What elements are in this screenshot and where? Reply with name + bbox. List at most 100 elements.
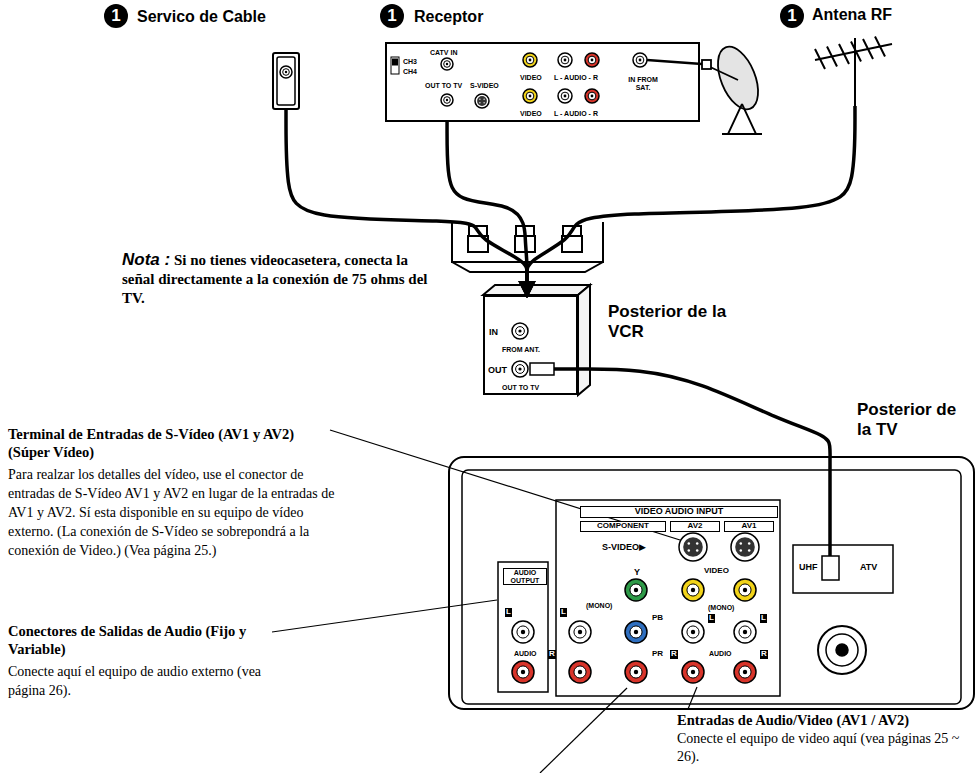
jack <box>280 66 292 78</box>
callout-text: Conecte el equipo de video aquí (vea pág… <box>677 730 975 766</box>
jack <box>483 102 484 103</box>
jack <box>740 549 743 552</box>
jack <box>529 59 532 62</box>
jack <box>558 53 572 67</box>
tv-panel <box>793 545 893 593</box>
jack <box>569 621 591 643</box>
jack <box>578 630 582 634</box>
tv-antenna-wire <box>826 634 858 666</box>
jack <box>479 99 480 100</box>
jack-label: R <box>548 650 556 659</box>
jack <box>625 621 647 643</box>
vcr-housing <box>483 285 590 295</box>
leader-line <box>272 600 497 632</box>
jack <box>523 53 537 67</box>
jack <box>639 59 642 62</box>
jack <box>516 365 525 374</box>
jack <box>477 96 487 106</box>
source-title: Antena RF <box>812 6 892 24</box>
jack <box>523 89 537 103</box>
panel-heading: AV1 <box>724 521 774 532</box>
jack <box>683 537 703 557</box>
jack <box>682 621 704 643</box>
jack <box>625 579 647 601</box>
jack-label: VIDEO <box>520 74 542 82</box>
jack <box>691 630 695 634</box>
jack <box>517 666 529 678</box>
satellite-dish <box>708 66 738 80</box>
note-block: Nota : Si no tienes videocasetera, conec… <box>122 250 444 308</box>
jack <box>446 63 448 65</box>
jack <box>512 661 534 683</box>
jack <box>748 542 751 545</box>
jack-label: L <box>708 614 715 623</box>
jack <box>441 58 453 70</box>
satellite-cable <box>647 60 702 64</box>
callout-heading: Terminal de Entradas de S-Vídeo (AV1 y A… <box>8 425 328 461</box>
jack <box>625 621 647 643</box>
tv-antenna-wire <box>818 456 866 674</box>
panel-heading: COMPONENT <box>580 521 666 532</box>
jack <box>479 102 480 103</box>
jack-label: L <box>760 614 767 623</box>
tv-antenna-wire <box>828 456 832 558</box>
jack <box>743 588 747 592</box>
jack <box>682 621 704 643</box>
jack <box>561 92 569 100</box>
jack <box>633 53 647 67</box>
satellite-dish <box>702 60 711 69</box>
vcr-housing <box>483 285 590 395</box>
jack <box>687 666 699 678</box>
jack <box>561 56 569 64</box>
tv-rear: Posterior de la TVVIDEO AUDIO INPUTCOMPO… <box>448 456 975 710</box>
leader-line <box>688 687 697 709</box>
tv-panel <box>498 562 548 692</box>
jack <box>739 584 751 596</box>
jack <box>634 630 638 634</box>
jack <box>679 533 707 561</box>
jack <box>734 579 756 601</box>
jack-label: OUT TO TV <box>502 384 539 392</box>
jack-label: CH4 <box>403 68 417 76</box>
jack-label: L <box>560 608 567 617</box>
jack <box>682 661 704 683</box>
jack <box>558 53 572 67</box>
panel-heading: AUDIO OUTPUT <box>503 568 547 585</box>
jack <box>285 71 287 73</box>
jack <box>512 621 534 643</box>
jack <box>743 630 747 634</box>
jack <box>558 89 572 103</box>
receiver-box: ReceptorCH3CH4CATV INOUT TO TVS-VIDEOVID… <box>385 42 700 122</box>
jack <box>483 99 484 100</box>
receiver-switch <box>391 57 399 74</box>
callout-text: Para realzar los detalles del vídeo, use… <box>8 465 343 560</box>
jack <box>735 537 755 557</box>
jack <box>679 533 707 561</box>
jack <box>682 661 704 683</box>
jack <box>630 626 642 638</box>
satellite-dish <box>722 104 762 134</box>
jack <box>512 323 528 339</box>
satellite-cable <box>647 60 702 64</box>
jack <box>475 94 489 108</box>
jack <box>585 89 599 103</box>
jack-label: S-VIDEO▶ <box>602 543 646 553</box>
jack <box>688 549 691 552</box>
jack <box>564 95 567 98</box>
leader-line <box>540 688 627 773</box>
jack <box>743 670 747 674</box>
jack <box>588 92 596 100</box>
jack <box>475 94 489 108</box>
jack <box>516 327 525 336</box>
antenna <box>815 37 885 70</box>
jack <box>731 533 759 561</box>
jack <box>687 584 699 596</box>
jack <box>574 626 586 638</box>
jack <box>625 661 647 683</box>
vcr-housing <box>578 285 590 395</box>
jack-label: VIDEO <box>520 110 542 118</box>
vcr-out-connector <box>554 367 578 371</box>
jack-label: R <box>760 650 768 659</box>
jack <box>569 661 591 683</box>
jack-label: PR <box>652 650 663 659</box>
